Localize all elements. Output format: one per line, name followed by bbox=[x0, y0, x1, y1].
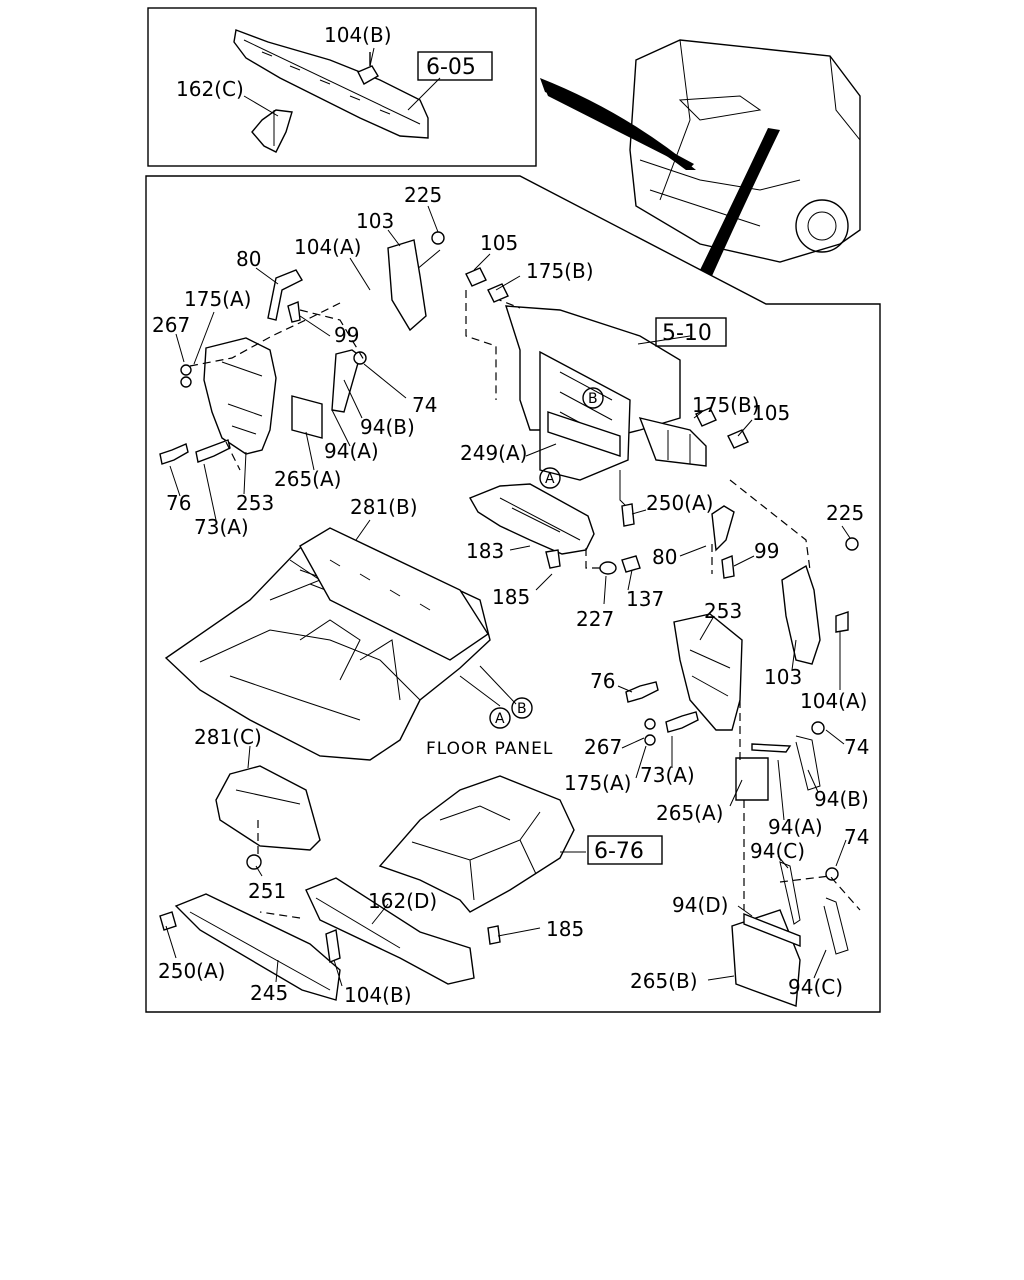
part-label-80-top: 80 bbox=[236, 247, 261, 271]
part-label-253-top: 253 bbox=[236, 491, 274, 515]
part-label-162d: 162(D) bbox=[368, 889, 437, 913]
part-label-74-low: 74 bbox=[844, 825, 869, 849]
part-label-265a-right: 265(A) bbox=[656, 801, 723, 825]
part-label-74-right: 74 bbox=[844, 735, 869, 759]
part-label-80-mid: 80 bbox=[652, 545, 677, 569]
center-pillar-assembly bbox=[387, 231, 749, 527]
part-label-175b-mid: 175(B) bbox=[692, 393, 760, 417]
leader-lines bbox=[165, 205, 851, 987]
part-label-104a-top: 104(A) bbox=[294, 235, 361, 259]
callout-a-lower-letter: A bbox=[495, 711, 505, 727]
ref-5-10: 5-10 bbox=[662, 321, 712, 346]
part-label-281b: 281(B) bbox=[350, 495, 418, 519]
truck-cab-illustration bbox=[540, 39, 861, 276]
mud-flap-265b bbox=[731, 861, 861, 1007]
rail-245 bbox=[159, 893, 341, 1001]
part-label-137: 137 bbox=[626, 587, 664, 611]
part-label-185-low: 185 bbox=[546, 917, 584, 941]
part-label-281c: 281(C) bbox=[194, 725, 262, 749]
main-frame bbox=[145, 175, 881, 1013]
right-bracket-assembly bbox=[625, 479, 859, 910]
part-label-185-mid: 185 bbox=[492, 585, 530, 609]
ref-6-76: 6-76 bbox=[594, 839, 644, 864]
inset-ref-6-05: 6-05 bbox=[426, 55, 476, 80]
part-label-73a-right: 73(A) bbox=[640, 763, 695, 787]
bracket-162d bbox=[259, 877, 475, 985]
part-label-94d: 94(D) bbox=[672, 893, 728, 917]
part-label-76-right: 76 bbox=[590, 669, 615, 693]
ref-box-5-10: 5-10 bbox=[655, 317, 727, 347]
part-label-99-mid: 99 bbox=[754, 539, 779, 563]
part-label-94b-right: 94(B) bbox=[814, 787, 869, 811]
ref-box-6-76: 6-76 bbox=[587, 835, 663, 865]
inset-panel: 104(B) 162(C) 6-05 bbox=[147, 7, 537, 167]
part-label-253-right: 253 bbox=[704, 599, 742, 623]
part-label-94a-top: 94(A) bbox=[324, 439, 379, 463]
floor-section-6-76 bbox=[378, 775, 575, 945]
callout-b-upper: B bbox=[582, 387, 604, 409]
inset-label-162c: 162(C) bbox=[176, 77, 244, 101]
part-label-103-top: 103 bbox=[356, 209, 394, 233]
part-label-74-top: 74 bbox=[412, 393, 437, 417]
part-label-250a-low: 250(A) bbox=[158, 959, 225, 983]
callout-a-upper-letter: A bbox=[545, 471, 555, 487]
part-label-94a-right: 94(A) bbox=[768, 815, 823, 839]
part-label-227: 227 bbox=[576, 607, 614, 631]
part-label-225-right: 225 bbox=[826, 501, 864, 525]
floor-panel-label: FLOOR PANEL bbox=[426, 739, 553, 759]
part-label-105-mid: 105 bbox=[752, 401, 790, 425]
part-label-94b-top: 94(B) bbox=[360, 415, 415, 439]
part-label-76-top: 76 bbox=[166, 491, 191, 515]
part-label-104b-low: 104(B) bbox=[344, 983, 412, 1007]
part-label-249a: 249(A) bbox=[460, 441, 527, 465]
part-label-265a-top: 265(A) bbox=[274, 467, 341, 491]
left-bracket-assembly bbox=[159, 269, 367, 471]
part-label-73a-top: 73(A) bbox=[194, 515, 249, 539]
part-label-175a-top: 175(A) bbox=[184, 287, 251, 311]
part-label-103-right: 103 bbox=[764, 665, 802, 689]
part-label-183: 183 bbox=[466, 539, 504, 563]
callout-b-upper-letter: B bbox=[588, 391, 598, 407]
callout-a-lower: A bbox=[489, 707, 511, 729]
part-label-104a-right: 104(A) bbox=[800, 689, 867, 713]
part-labels: 225 103 104(A) 80 105 175(B) 175(A) 267 … bbox=[152, 183, 869, 1007]
callout-a-upper: A bbox=[539, 467, 561, 489]
part-label-267-right: 267 bbox=[584, 735, 622, 759]
part-label-265b: 265(B) bbox=[630, 969, 698, 993]
part-label-267-top: 267 bbox=[152, 313, 190, 337]
inset-label-104b: 104(B) bbox=[324, 23, 392, 47]
part-label-175b-top: 175(B) bbox=[526, 259, 594, 283]
part-label-225-top: 225 bbox=[404, 183, 442, 207]
part-label-105-top: 105 bbox=[480, 231, 518, 255]
part-label-251: 251 bbox=[248, 879, 286, 903]
part-label-250a-mid: 250(A) bbox=[646, 491, 713, 515]
part-label-175a-right: 175(A) bbox=[564, 771, 631, 795]
part-label-94c-top: 94(C) bbox=[750, 839, 805, 863]
callout-b-lower-letter: B bbox=[517, 701, 527, 717]
part-label-99-top: 99 bbox=[334, 323, 359, 347]
cover-281c bbox=[215, 765, 321, 870]
part-label-245: 245 bbox=[250, 981, 288, 1005]
washer-227-nut-137 bbox=[585, 548, 641, 575]
callout-b-lower: B bbox=[511, 697, 533, 719]
part-label-94c-low: 94(C) bbox=[788, 975, 843, 999]
floor-panel bbox=[164, 527, 517, 761]
